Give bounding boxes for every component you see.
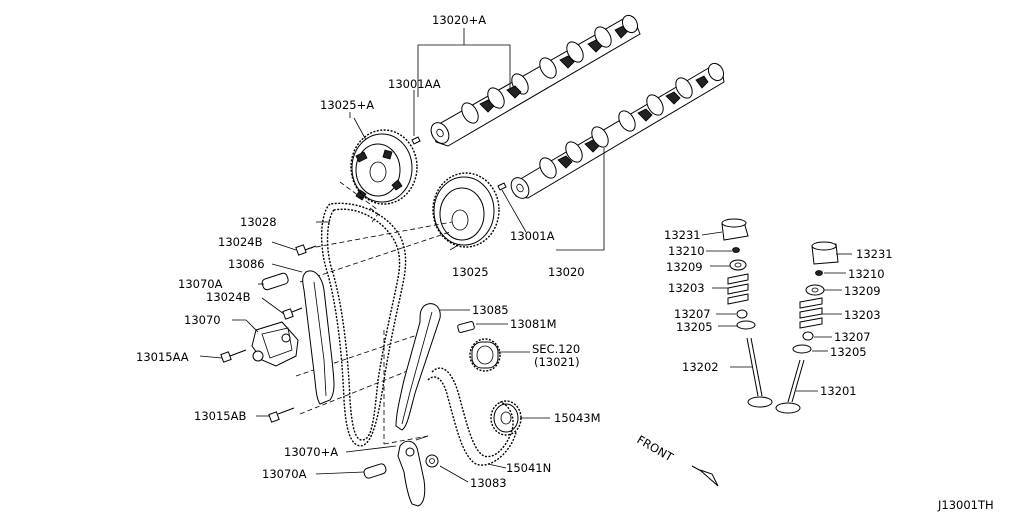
tensioner-13070a-plus [397,435,429,507]
label-13231-right: 13231 [856,247,893,261]
camshaft-lower [510,62,725,199]
chain-15041n [427,367,517,466]
label-13207-left: 13207 [674,307,711,321]
label-15041n: 15041N [506,461,551,475]
camshaft-upper [430,14,641,147]
label-13015aa: 13015AA [136,350,189,364]
label-13024b-upper: 13024B [218,235,263,249]
valve-train-left [721,218,773,408]
label-13205-left: 13205 [676,320,713,334]
label-13205-right: 13205 [830,345,867,359]
label-13203-left: 13203 [668,281,705,295]
label-13025a: 13025+A [320,98,374,112]
label-13001aa: 13001AA [388,77,441,91]
label-sec-120: SEC.120 [532,342,580,356]
bolt-13024b-upper [295,244,317,256]
plug-13070a-lower [363,463,387,479]
label-13201: 13201 [820,384,857,398]
sprocket-13025a [350,129,418,205]
label-13025: 13025 [452,265,489,279]
camshaft-bracket [556,148,605,251]
label-sec-120-ref: (13021) [534,355,580,369]
bolt-13024b-lower [282,307,303,320]
camshaft-set-bracket [417,28,511,97]
label-13070a-plus: 13070+A [284,445,338,459]
chain-guide-13086 [302,270,335,405]
label-13210-left: 13210 [668,244,705,258]
label-15043m: 15043M [554,411,601,425]
label-13207-right: 13207 [834,330,871,344]
sprocket-13025 [432,172,500,248]
label-13202: 13202 [682,360,719,374]
label-13015ab: 13015AB [194,409,246,423]
bolt-13015ab [268,407,295,423]
label-13001a: 13001A [510,229,555,243]
diagram-id: J13001TH [937,498,994,512]
timing-chain-13028 [321,202,407,447]
label-13083: 13083 [470,476,507,490]
label-13086: 13086 [228,257,265,271]
dowel-pins [411,136,507,191]
label-13209-left: 13209 [666,260,703,274]
label-13028: 13028 [240,215,277,229]
label-13231-left: 13231 [664,228,701,242]
bolt-13083 [425,454,439,468]
label-13081m: 13081M [510,317,557,331]
label-13024b-lower: 13024B [206,290,251,304]
label-13203-right: 13203 [844,308,881,322]
chain-tensioner-13070 [251,321,299,367]
chain-guide-13085 [395,303,441,431]
valve-train-right [775,241,839,414]
front-label: FRONT [635,432,677,464]
label-13070: 13070 [184,313,221,327]
front-arrow: FRONT [635,432,719,487]
label-13070a-lower: 13070A [262,467,307,481]
crank-sprocket [469,338,501,372]
label-13209-right: 13209 [844,284,881,298]
part-labels: 13020+A 13001AA 13025+A 13028 13024B 130… [136,13,994,512]
label-13070a: 13070A [178,277,223,291]
leader-lines [199,90,852,483]
label-13020a: 13020+A [432,13,486,27]
label-13210-right: 13210 [848,267,885,281]
label-13020: 13020 [548,265,585,279]
pin-13081m [457,321,475,333]
bolt-13015aa [220,349,247,363]
plug-13070a [261,272,289,291]
label-13085: 13085 [472,303,509,317]
